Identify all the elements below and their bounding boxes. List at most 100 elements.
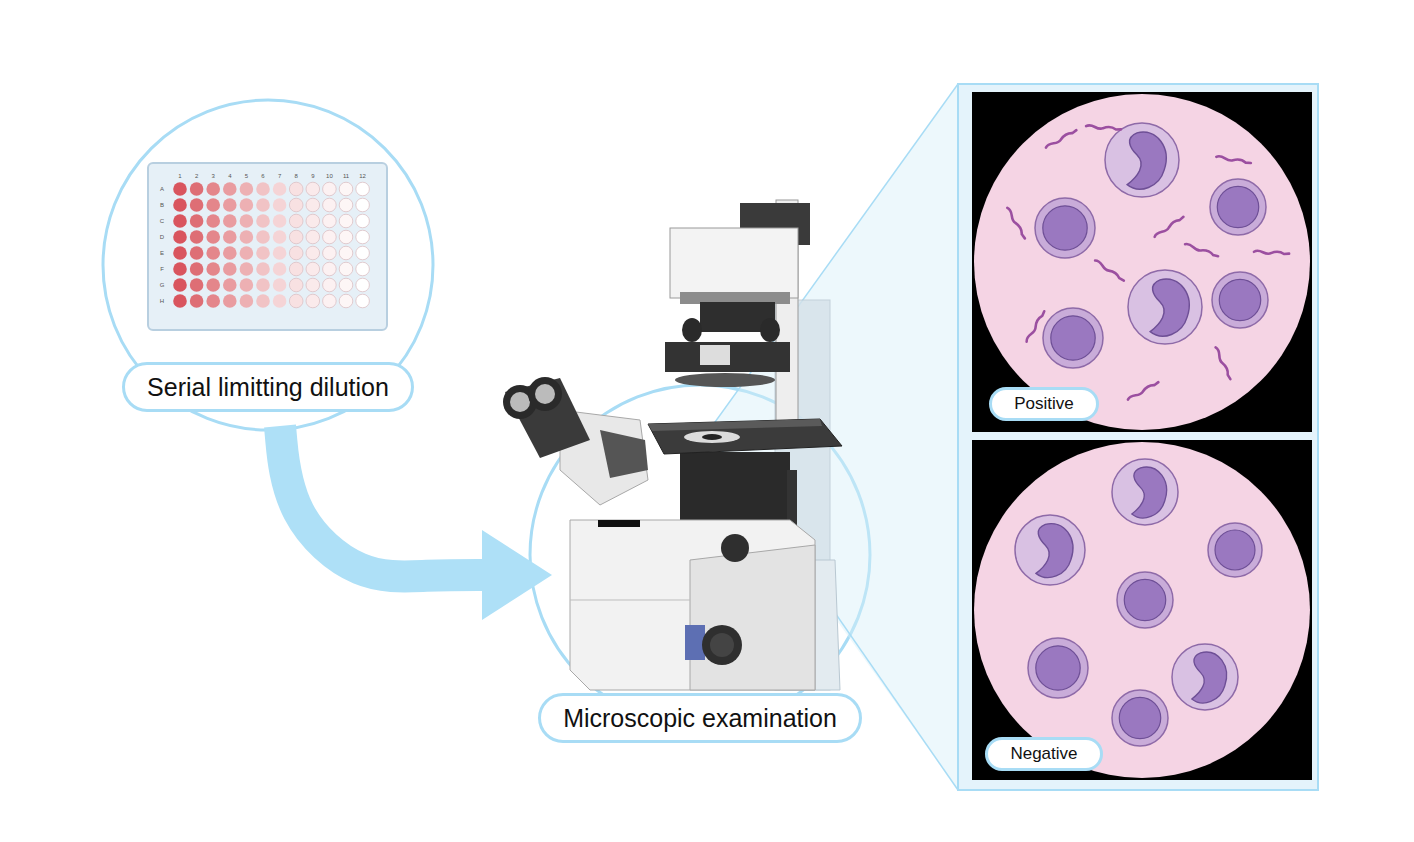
blood-smear: [974, 94, 1310, 430]
trypanosome: [1095, 258, 1124, 283]
well: [206, 182, 220, 196]
column-number: 2: [195, 173, 198, 179]
column-number: 1: [178, 173, 181, 179]
row-letter: F: [160, 266, 164, 272]
column-number: 8: [295, 173, 298, 179]
well: [206, 262, 220, 276]
well: [356, 182, 370, 196]
well: [190, 182, 204, 196]
well: [339, 246, 353, 260]
well: [323, 246, 337, 260]
result-label: Positive: [1014, 393, 1074, 415]
blood-cell: [1117, 572, 1173, 628]
column-number: 11: [343, 173, 349, 179]
well: [240, 278, 254, 292]
well: [223, 294, 237, 308]
well: [190, 262, 204, 276]
section-circle: [103, 100, 433, 430]
view-field: [972, 92, 1312, 432]
trypanosome: [1024, 311, 1047, 342]
well: [323, 182, 337, 196]
well: [289, 294, 303, 308]
well: [273, 182, 287, 196]
flow-arrow: [280, 426, 488, 576]
well: [339, 294, 353, 308]
blood-cell: [1208, 523, 1262, 577]
wells: [173, 182, 369, 308]
well: [323, 278, 337, 292]
step-circle: Serial limitting dilution: [103, 100, 433, 430]
well: [306, 262, 320, 276]
blood-cell: [1105, 123, 1179, 197]
well: [173, 294, 187, 308]
well: [273, 262, 287, 276]
well: [289, 198, 303, 212]
result-pill: Negative: [985, 737, 1102, 771]
well: [323, 294, 337, 308]
blood-cell: [1028, 638, 1088, 698]
well: [256, 262, 270, 276]
row-letter: H: [160, 298, 164, 304]
well: [173, 214, 187, 228]
column-number: 5: [245, 173, 248, 179]
well: [173, 198, 187, 212]
blood-cell: [1210, 179, 1266, 235]
well: [206, 230, 220, 244]
blood-smear: [974, 442, 1310, 778]
well: [289, 262, 303, 276]
well: [173, 246, 187, 260]
blood-cell: [1112, 690, 1168, 746]
column-number: 12: [359, 173, 366, 179]
well: [223, 198, 237, 212]
blood-cells: [1015, 123, 1268, 746]
row-letter: G: [160, 282, 165, 288]
well: [173, 262, 187, 276]
well: [306, 246, 320, 260]
well: [223, 246, 237, 260]
blood-cell: [1112, 459, 1178, 525]
step-circle: Microscopic examination: [530, 385, 870, 725]
well: [289, 214, 303, 228]
well: [190, 278, 204, 292]
well: [240, 230, 254, 244]
well: [256, 182, 270, 196]
view-field: [972, 440, 1312, 780]
column-number: 10: [326, 173, 333, 179]
well: [256, 198, 270, 212]
blood-cell: [1035, 198, 1095, 258]
trypanosome: [1254, 248, 1289, 256]
well: [190, 294, 204, 308]
column-number: 9: [311, 173, 314, 179]
zoom-panel: [958, 84, 1318, 790]
well: [273, 198, 287, 212]
well: [356, 230, 370, 244]
well: [356, 278, 370, 292]
row-letter: E: [160, 250, 164, 256]
well: [356, 198, 370, 212]
trypanosome: [1086, 123, 1121, 133]
well: [306, 198, 320, 212]
well: [356, 246, 370, 260]
well: [223, 214, 237, 228]
well: [240, 214, 254, 228]
trypanosome: [1044, 130, 1077, 148]
well: [273, 214, 287, 228]
well: [223, 182, 237, 196]
well: [173, 230, 187, 244]
trypanosome: [1215, 346, 1230, 380]
column-number: 6: [261, 173, 264, 179]
well: [289, 182, 303, 196]
well: [240, 294, 254, 308]
column-number: 7: [278, 173, 281, 179]
well: [323, 262, 337, 276]
well: [323, 198, 337, 212]
well: [256, 214, 270, 228]
well: [256, 230, 270, 244]
well: [240, 246, 254, 260]
step-label: Microscopic examination: [538, 693, 862, 743]
well-plate: [148, 163, 387, 330]
well: [190, 230, 204, 244]
well: [323, 214, 337, 228]
well: [273, 246, 287, 260]
row-letter: A: [160, 186, 164, 192]
